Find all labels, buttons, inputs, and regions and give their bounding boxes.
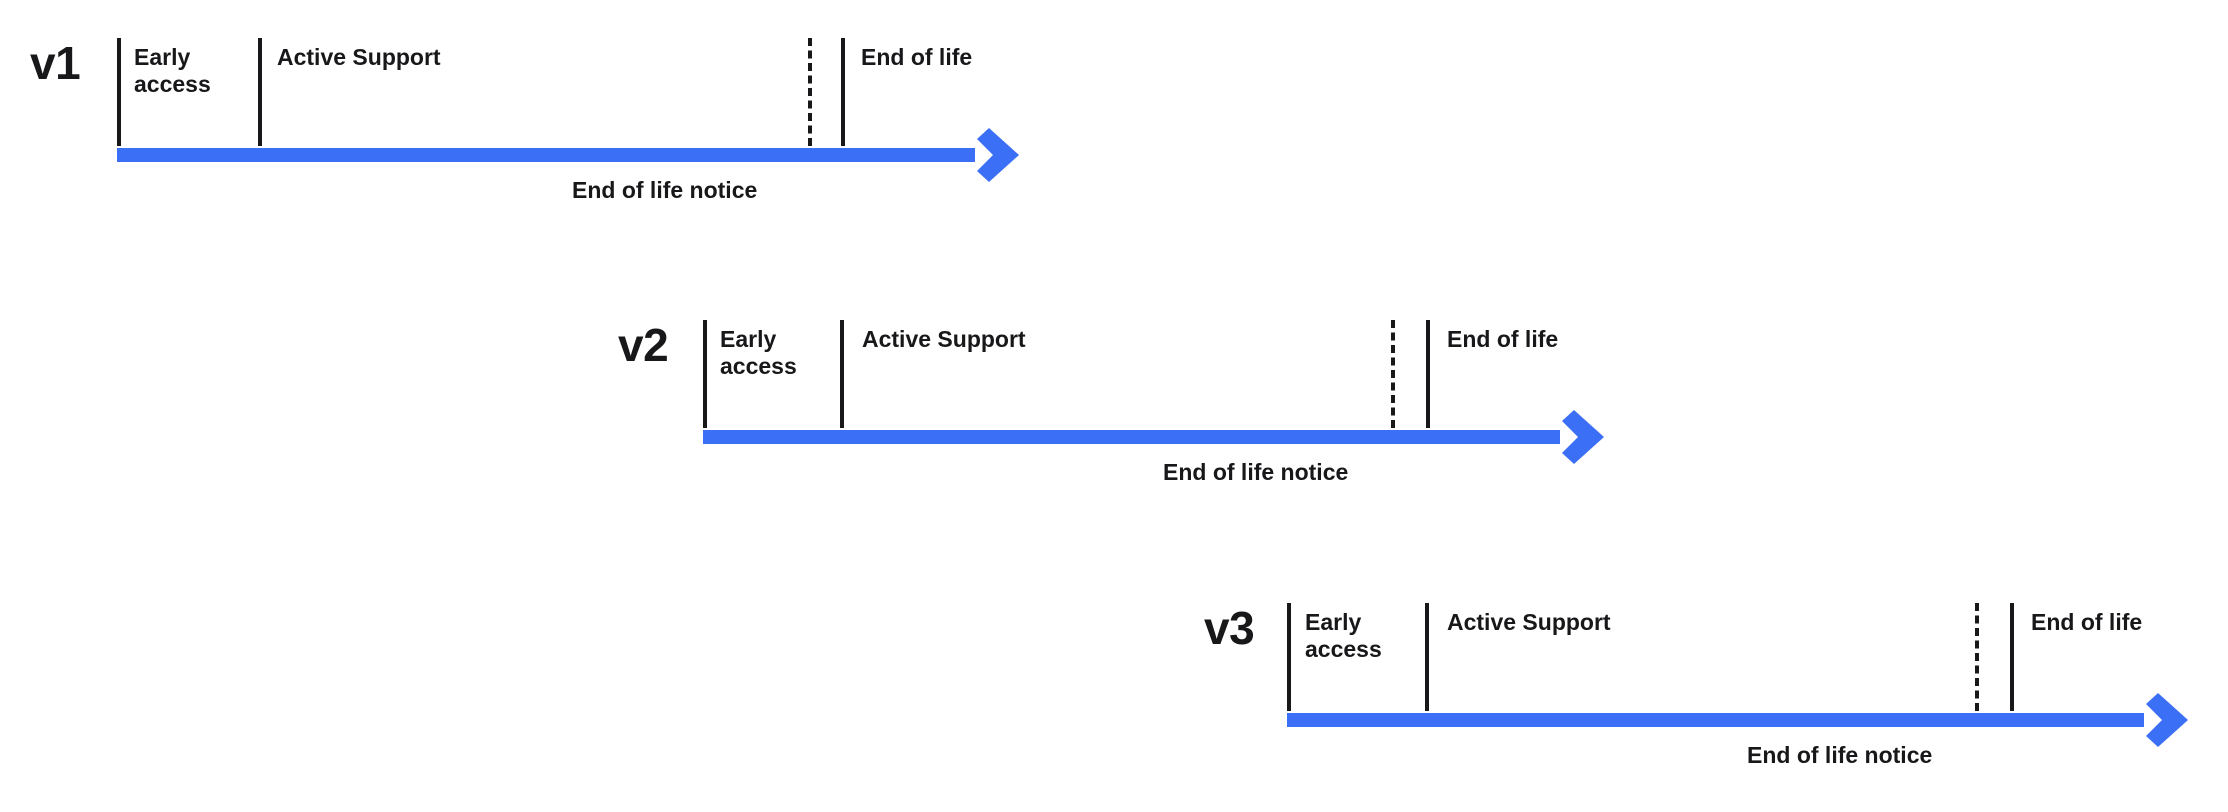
phase-label-end-of-life-v2: End of life xyxy=(1447,326,1559,352)
phase-label-active-support-v3: Active Support xyxy=(1447,609,1611,635)
lifecycle-bar-v2 xyxy=(703,430,1560,444)
phase-label-active-support-v1: Active Support xyxy=(277,44,441,70)
phase-label-end-of-life-v3: End of life xyxy=(2031,609,2143,635)
arrow-right-icon-v3 xyxy=(2136,693,2198,747)
marker-active-support-start-v1 xyxy=(258,38,262,146)
marker-end-of-life-start-v3 xyxy=(2010,603,2014,711)
phase-label-early-access-v3: Early access xyxy=(1305,609,1382,663)
version-label-v1: v1 xyxy=(30,37,81,89)
marker-end-of-life-notice-start-v3 xyxy=(1975,603,1979,711)
arrow-right-icon-v2 xyxy=(1552,410,1614,464)
phase-label-early-access-v1: Early access xyxy=(134,44,211,98)
marker-active-support-start-v2 xyxy=(840,320,844,428)
marker-end-of-life-start-v2 xyxy=(1426,320,1430,428)
arrow-right-icon-v1 xyxy=(967,128,1029,182)
marker-early-access-start-v2 xyxy=(703,320,707,428)
marker-active-support-start-v3 xyxy=(1425,603,1429,711)
lifecycle-bar-v1 xyxy=(117,148,975,162)
marker-early-access-start-v1 xyxy=(117,38,121,146)
marker-end-of-life-start-v1 xyxy=(841,38,845,146)
marker-end-of-life-notice-start-v1 xyxy=(808,38,812,146)
phase-label-early-access-v2: Early access xyxy=(720,326,797,380)
version-label-v2: v2 xyxy=(618,319,669,371)
marker-early-access-start-v3 xyxy=(1287,603,1291,711)
phase-label-active-support-v2: Active Support xyxy=(862,326,1026,352)
notice-label-v2: End of life notice xyxy=(1163,459,1349,485)
marker-end-of-life-notice-start-v2 xyxy=(1391,320,1395,428)
notice-label-v3: End of life notice xyxy=(1747,742,1933,768)
phase-label-end-of-life-v1: End of life xyxy=(861,44,973,70)
lifecycle-bar-v3 xyxy=(1287,713,2144,727)
version-label-v3: v3 xyxy=(1204,602,1255,654)
notice-label-v1: End of life notice xyxy=(572,177,758,203)
